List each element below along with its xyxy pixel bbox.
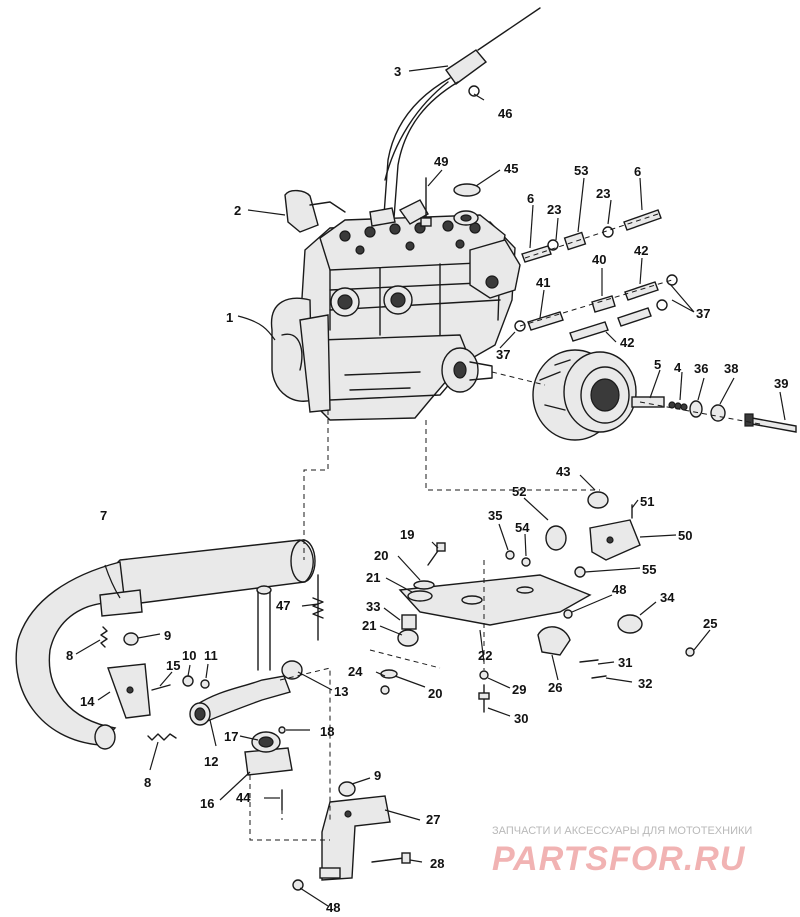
callout-37: 37 bbox=[496, 347, 510, 362]
callout-51: 51 bbox=[640, 494, 654, 509]
watermark-caption: ЗАПЧАСТИ И АКСЕССУАРЫ ДЛЯ МОТОТЕХНИКИ bbox=[492, 825, 752, 837]
callout-29: 29 bbox=[512, 682, 526, 697]
callout-46: 46 bbox=[498, 106, 512, 121]
callout-39: 39 bbox=[774, 376, 788, 391]
callout-24: 24 bbox=[348, 664, 363, 679]
callout-6: 6 bbox=[527, 191, 534, 206]
callout-14: 14 bbox=[80, 694, 95, 709]
callout-35: 35 bbox=[488, 508, 502, 523]
watermark: ЗАПЧАСТИ И АКСЕССУАРЫ ДЛЯ МОТОТЕХНИКИ PA… bbox=[492, 825, 752, 878]
part-13-coupler bbox=[281, 660, 303, 680]
callout-23b: 23 bbox=[596, 186, 610, 201]
callout-6b: 6 bbox=[634, 164, 641, 179]
part-49-screw bbox=[420, 177, 432, 227]
callout-labels: 1 2 3 4 5 6 6 7 8 8 9 9 10 11 12 13 14 1… bbox=[66, 64, 788, 915]
callout-21b: 21 bbox=[362, 618, 376, 633]
part-14-bracket bbox=[107, 663, 151, 719]
part-26-cover bbox=[537, 626, 607, 679]
callout-43: 43 bbox=[556, 464, 570, 479]
alignment-lines bbox=[249, 410, 600, 841]
part-8-springs bbox=[100, 626, 177, 741]
callout-52: 52 bbox=[512, 484, 526, 499]
callout-16: 16 bbox=[200, 796, 214, 811]
callout-21: 21 bbox=[366, 570, 380, 585]
part-46-ring bbox=[468, 85, 480, 97]
callout-28: 28 bbox=[430, 856, 444, 871]
callout-3: 3 bbox=[394, 64, 401, 79]
callout-54: 54 bbox=[515, 520, 530, 535]
callout-13: 13 bbox=[334, 684, 348, 699]
callout-41: 41 bbox=[536, 275, 550, 290]
callout-10: 10 bbox=[182, 648, 196, 663]
throttle-cable bbox=[383, 7, 541, 219]
callout-2: 2 bbox=[234, 203, 241, 218]
part-16-flange bbox=[244, 726, 293, 811]
callout-55: 55 bbox=[642, 562, 656, 577]
callout-18: 18 bbox=[320, 724, 334, 739]
callout-38: 38 bbox=[724, 361, 738, 376]
part-9-grommet bbox=[123, 632, 356, 797]
callout-20: 20 bbox=[374, 548, 388, 563]
callout-9b: 9 bbox=[374, 768, 381, 783]
callout-44: 44 bbox=[236, 790, 251, 805]
callout-9: 9 bbox=[164, 628, 171, 643]
callout-17: 17 bbox=[224, 729, 238, 744]
callout-42: 42 bbox=[634, 243, 648, 258]
callout-50: 50 bbox=[678, 528, 692, 543]
callout-11: 11 bbox=[204, 648, 218, 663]
part-30-bolt bbox=[478, 670, 490, 713]
callout-34: 34 bbox=[660, 590, 675, 605]
callout-33: 33 bbox=[366, 599, 380, 614]
callout-37b: 37 bbox=[696, 306, 710, 321]
callout-25: 25 bbox=[703, 616, 717, 631]
callout-49: 49 bbox=[434, 154, 448, 169]
watermark-logo: PARTSFOR.RU bbox=[492, 840, 746, 878]
callout-19: 19 bbox=[400, 527, 414, 542]
engine-assembly bbox=[270, 189, 521, 421]
callout-36: 36 bbox=[694, 361, 708, 376]
callout-47: 47 bbox=[276, 598, 290, 613]
part-34-mount bbox=[563, 609, 695, 657]
callout-5: 5 bbox=[654, 357, 661, 372]
clutch-hardware bbox=[631, 396, 797, 433]
callout-4: 4 bbox=[674, 360, 682, 375]
callout-32: 32 bbox=[638, 676, 652, 691]
callout-7: 7 bbox=[100, 508, 107, 523]
part-45-cap bbox=[453, 183, 481, 226]
callout-31: 31 bbox=[618, 655, 632, 670]
callout-12: 12 bbox=[204, 754, 218, 769]
callout-23: 23 bbox=[547, 202, 561, 217]
part-15-hardware bbox=[151, 675, 210, 691]
callout-53: 53 bbox=[574, 163, 588, 178]
muffler-assembly bbox=[15, 539, 324, 750]
callout-22: 22 bbox=[478, 648, 492, 663]
axle-parts-upper bbox=[514, 209, 678, 342]
part-27-bracket bbox=[292, 795, 411, 891]
callout-20b: 20 bbox=[428, 686, 442, 701]
callout-42b: 42 bbox=[620, 335, 634, 350]
callout-8: 8 bbox=[66, 648, 73, 663]
callout-27: 27 bbox=[426, 812, 440, 827]
callout-48: 48 bbox=[612, 582, 626, 597]
callout-45: 45 bbox=[504, 161, 518, 176]
callout-15: 15 bbox=[166, 658, 180, 673]
drive-clutch bbox=[491, 349, 637, 441]
callout-8b: 8 bbox=[144, 775, 151, 790]
callout-26: 26 bbox=[548, 680, 562, 695]
callout-40: 40 bbox=[592, 252, 606, 267]
part-12-exhaust-pipe bbox=[189, 675, 291, 726]
callout-30: 30 bbox=[514, 711, 528, 726]
callout-1: 1 bbox=[226, 310, 233, 325]
callout-48b: 48 bbox=[326, 900, 340, 915]
engine-mount-plate bbox=[380, 542, 592, 695]
leader-lines bbox=[75, 65, 786, 907]
